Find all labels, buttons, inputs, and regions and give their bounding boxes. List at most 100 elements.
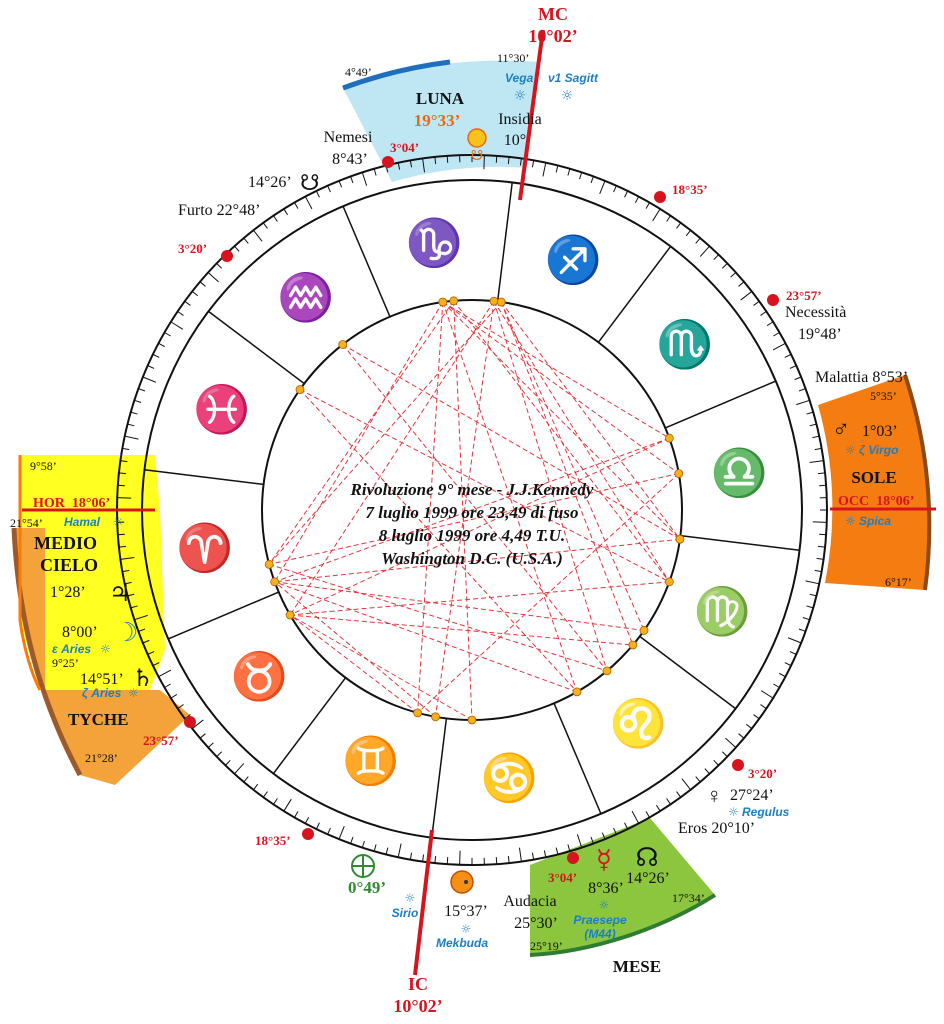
- tick: [666, 215, 671, 222]
- gemini-icon: ♊: [342, 733, 399, 787]
- sign-divider: [553, 703, 602, 815]
- occ-label: OCC 18°06’: [838, 494, 914, 509]
- tick: [519, 158, 522, 166]
- mercury-star-line-2: (M44): [584, 927, 615, 941]
- luna-name: LUNA: [416, 89, 465, 108]
- tick: [409, 160, 413, 168]
- north-node-value: 14°26’: [626, 870, 670, 887]
- tick: [713, 254, 719, 261]
- tick: [216, 263, 223, 269]
- tyche-start: 21°54’: [10, 516, 43, 530]
- tick: [253, 229, 263, 242]
- tick: [350, 836, 354, 844]
- star-spica: Spica: [859, 514, 891, 528]
- tick: [177, 704, 184, 709]
- tick: [273, 215, 278, 222]
- tick: [579, 172, 583, 180]
- tick: [142, 376, 157, 383]
- star-icon: ☼: [599, 898, 610, 912]
- star-nu1-sagitt: ν1 Sagitt: [548, 71, 599, 85]
- tick: [681, 778, 691, 791]
- sole-sector: [818, 375, 930, 590]
- tick: [624, 190, 629, 198]
- mc-axis: [518, 29, 545, 201]
- aquarius-icon: ♒: [277, 270, 334, 324]
- tick: [818, 472, 826, 475]
- aspect-line: [290, 614, 633, 646]
- star-icon: ☼: [728, 805, 739, 819]
- aspect-dot: [674, 469, 684, 478]
- tick: [542, 162, 547, 177]
- tick: [142, 639, 150, 644]
- capricorn-icon: ♑: [406, 216, 463, 270]
- tick: [699, 245, 710, 257]
- tick: [796, 399, 810, 406]
- tick: [590, 836, 594, 844]
- sign-divider: [167, 591, 279, 640]
- tick: [802, 617, 810, 621]
- aspect-line: [453, 300, 670, 583]
- tick: [253, 783, 259, 791]
- aspect-line: [493, 300, 670, 583]
- mars-star: ζ Virgo: [859, 443, 898, 457]
- aspect-line: [442, 301, 578, 693]
- tick: [655, 804, 661, 812]
- sole-end: 6°17’: [885, 575, 912, 589]
- tick: [207, 272, 219, 283]
- tick: [713, 759, 719, 766]
- tick: [773, 683, 780, 688]
- tick: [373, 844, 377, 852]
- star-icon: ☼: [405, 891, 416, 905]
- tick: [738, 733, 745, 739]
- tick: [350, 176, 354, 184]
- tick: [685, 229, 691, 237]
- venus-icon: ♀: [706, 783, 723, 808]
- tick: [725, 737, 737, 748]
- mercury-star-line-1: Praesepe: [573, 913, 627, 927]
- cusp-dot: [302, 828, 314, 840]
- sign-divider: [272, 677, 347, 775]
- aspect-line: [417, 473, 680, 714]
- degree-ticks: [117, 155, 827, 865]
- tick: [531, 852, 535, 860]
- aspect-line: [268, 301, 502, 565]
- title-line-4: Washington D.C. (U.S.A.): [381, 549, 563, 568]
- tick: [134, 399, 142, 403]
- tick: [631, 810, 640, 824]
- cusp-dot: [767, 294, 779, 306]
- sign-divider: [639, 635, 737, 710]
- tick: [147, 365, 155, 369]
- tick: [634, 196, 640, 203]
- tick: [130, 411, 138, 415]
- tick: [158, 342, 165, 348]
- aspect-line: [500, 301, 681, 540]
- tick: [666, 798, 671, 805]
- star-hamal: Hamal: [64, 515, 101, 529]
- star-icon: ☼: [514, 88, 527, 104]
- tick: [805, 580, 820, 585]
- tick: [555, 165, 559, 173]
- star-icon: ☼: [113, 515, 124, 529]
- aspect-dot: [285, 610, 295, 620]
- tick: [177, 311, 184, 316]
- tick: [789, 651, 797, 655]
- tick: [262, 791, 268, 798]
- tick: [397, 162, 401, 170]
- cancer-icon: ♋: [481, 750, 538, 804]
- tick: [809, 423, 817, 427]
- tick: [147, 651, 155, 655]
- tick: [753, 300, 760, 306]
- tick: [787, 637, 802, 644]
- aspect-line: [435, 301, 495, 717]
- tick: [766, 321, 774, 327]
- tick: [721, 751, 728, 757]
- aspect-dot: [602, 666, 612, 676]
- mars-value: 1°03’: [862, 423, 898, 440]
- tick: [164, 683, 171, 688]
- aspect-line: [442, 301, 680, 474]
- tick: [806, 411, 814, 415]
- tick: [518, 847, 522, 862]
- tick: [590, 176, 594, 184]
- tick: [601, 832, 606, 840]
